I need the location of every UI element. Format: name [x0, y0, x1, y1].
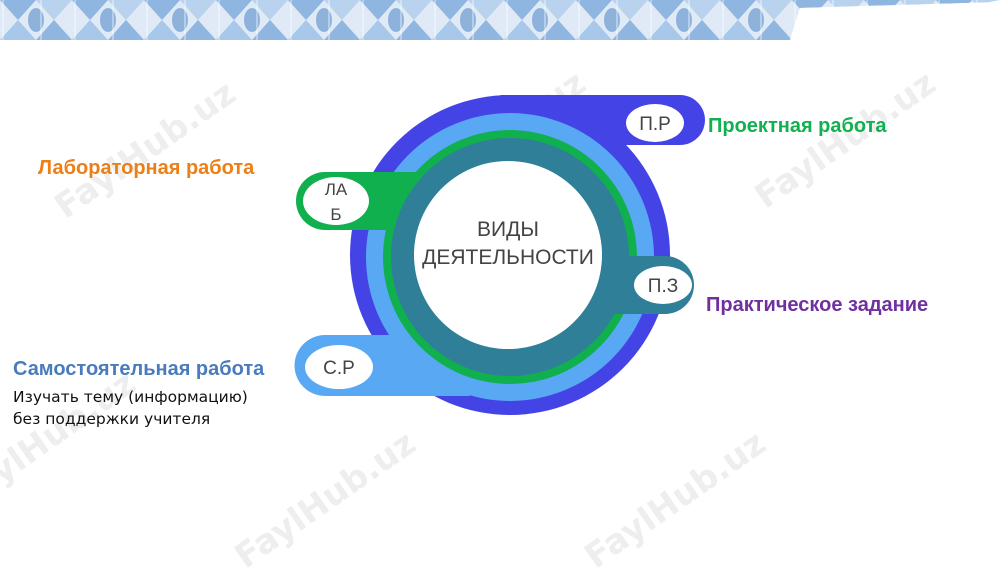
lab-badge [303, 177, 369, 225]
lab-badge-text-line1: ЛА [325, 180, 348, 199]
center-circle [414, 161, 602, 349]
lab-work-label: Лабораторная работа [38, 157, 255, 179]
project-work-label: Проектная работа [708, 115, 887, 137]
independent-work-label: Самостоятельная работа [13, 358, 265, 380]
description-line-2: без поддержки учителя [13, 410, 211, 428]
center-title-line1: ВИДЫ [477, 218, 539, 241]
independent-badge-text: С.Р [323, 358, 355, 379]
project-badge [626, 104, 684, 142]
practical-badge [634, 266, 692, 304]
activity-types-diagram: ВИДЫ ДЕЯТЕЛЬНОСТИ П.Р ЛА Б П.З С.Р [294, 95, 705, 415]
practical-task-label: Практическое задание [706, 294, 929, 316]
center-title-line2: ДЕЯТЕЛЬНОСТИ [422, 246, 594, 269]
project-badge-text: П.Р [639, 114, 671, 135]
practical-badge-text: П.З [648, 276, 678, 297]
description-line-1: Изучать тему (информацию) [13, 388, 248, 406]
decorative-banner [0, 0, 1000, 40]
independent-badge [305, 345, 373, 389]
lab-badge-text-line2: Б [330, 205, 341, 224]
independent-work-description: Изучать тему (информацию) без поддержки … [13, 386, 248, 430]
